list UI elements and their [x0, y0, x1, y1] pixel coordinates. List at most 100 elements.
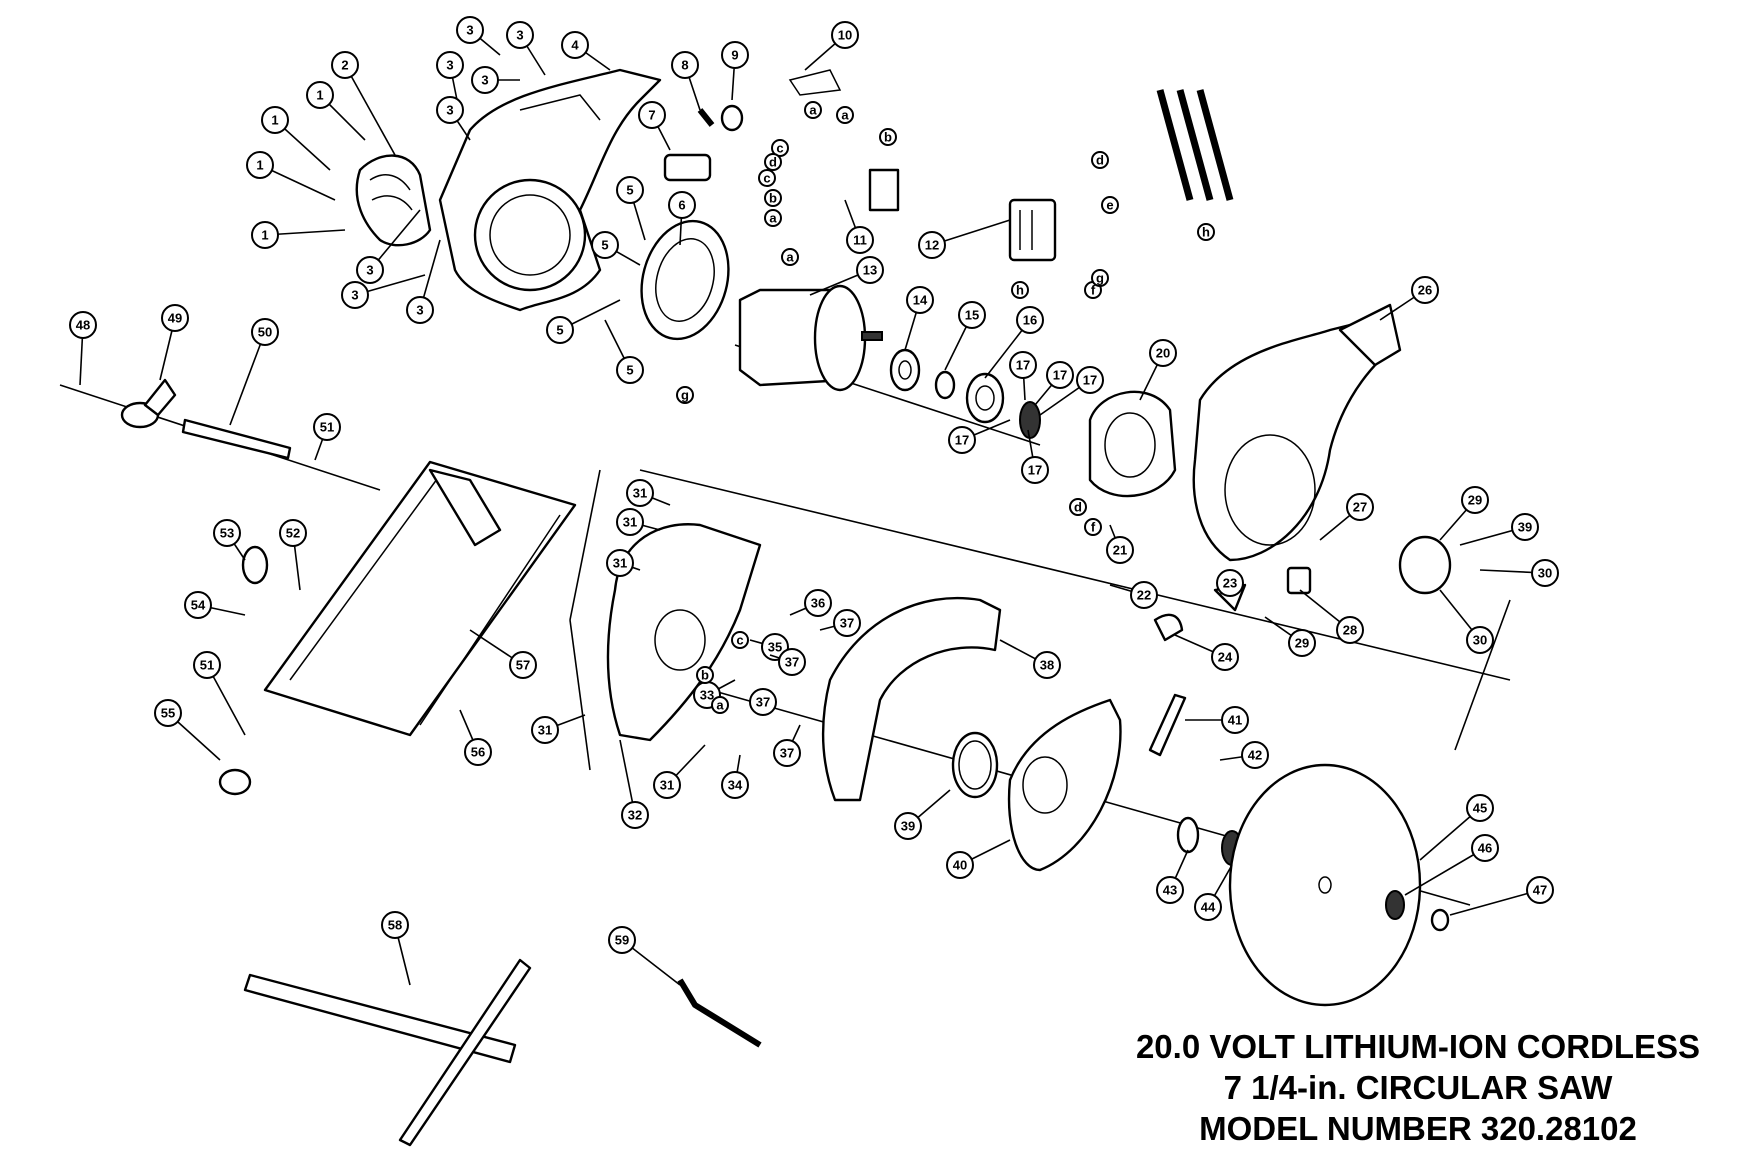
handle-housing-left — [355, 154, 432, 247]
callout-bubble — [1069, 498, 1087, 516]
callout-d: d — [764, 153, 782, 171]
callout-bubble — [509, 651, 537, 679]
callout-number: 5 — [626, 183, 633, 198]
callout-number: 59 — [615, 933, 629, 948]
callout-bubble — [1016, 306, 1044, 334]
callout-bubble — [846, 226, 874, 254]
callout-bubble — [1288, 629, 1316, 657]
callout-number: e — [1106, 198, 1113, 213]
callout-number: 5 — [601, 238, 608, 253]
callout-bubble — [1461, 486, 1489, 514]
callout-3: 3 — [436, 96, 471, 141]
callout-bubble — [313, 413, 341, 441]
callout-number: b — [884, 130, 892, 145]
callout-42: 42 — [1219, 741, 1269, 769]
callout-bubble — [406, 296, 434, 324]
title-line-3: MODEL NUMBER 320.28102 — [1199, 1110, 1637, 1147]
callout-bubble — [771, 139, 789, 157]
callout-5: 5 — [546, 299, 621, 344]
callout-bubble — [471, 66, 499, 94]
callout-number: 4 — [571, 38, 579, 53]
callout-number: 17 — [1016, 358, 1030, 373]
callout-50: 50 — [229, 318, 279, 426]
callout-23: 23 — [1216, 569, 1244, 597]
leader-line — [1404, 847, 1486, 896]
motor-housing — [438, 68, 662, 312]
callout-number: 8 — [681, 58, 688, 73]
callout-bubble — [676, 386, 694, 404]
callout-bubble — [1466, 626, 1494, 654]
callout-number: 43 — [1163, 883, 1177, 898]
callout-number: 3 — [366, 263, 373, 278]
callout-number: 1 — [316, 88, 323, 103]
callout-d: d — [1069, 498, 1087, 516]
callout-6: 6 — [668, 191, 696, 246]
callout-number: 9 — [731, 48, 738, 63]
callout-number: f — [1091, 283, 1096, 298]
callout-g: g — [676, 386, 694, 404]
callout-c: c — [731, 631, 749, 649]
gear-assembly-29 — [1398, 535, 1452, 595]
washer-14 — [889, 348, 921, 392]
saw-blade-45 — [1228, 763, 1422, 1007]
callout-g: g — [1091, 269, 1109, 287]
callout-number: 31 — [613, 556, 627, 571]
callout-21: 21 — [1106, 524, 1134, 564]
callout-number: 58 — [388, 918, 402, 933]
bearing-16 — [965, 372, 1005, 424]
callout-bubble — [906, 286, 934, 314]
callout-number: 57 — [516, 658, 530, 673]
washer-15 — [934, 370, 956, 400]
callout-number: 28 — [1343, 623, 1357, 638]
callout-number: 3 — [466, 23, 473, 38]
callout-bubble — [758, 169, 776, 187]
lock-button-7 — [663, 153, 712, 182]
callout-22: 22 — [1109, 581, 1158, 609]
callout-31: 31 — [616, 508, 661, 536]
callout-bubble — [306, 81, 334, 109]
callout-3: 3 — [406, 239, 441, 324]
callout-bubble — [251, 221, 279, 249]
callout-34: 34 — [721, 754, 749, 799]
callout-bubble — [1411, 276, 1439, 304]
callout-number: 42 — [1248, 748, 1262, 763]
callout-bubble — [1130, 581, 1158, 609]
callout-bubble — [464, 738, 492, 766]
callout-bubble — [341, 281, 369, 309]
callout-bubble — [1211, 643, 1239, 671]
callout-bubble — [154, 699, 182, 727]
callout-number: 12 — [925, 238, 939, 253]
callout-number: d — [1074, 500, 1082, 515]
terminal-block-11 — [868, 168, 900, 212]
callout-bubble — [546, 316, 574, 344]
callout-bubble — [833, 609, 861, 637]
callout-26: 26 — [1379, 276, 1439, 321]
callout-24: 24 — [1174, 634, 1239, 671]
callout-bubble — [279, 519, 307, 547]
callout-number: 39 — [1518, 520, 1532, 535]
callout-number: h — [1202, 225, 1210, 240]
callout-4: 4 — [561, 31, 611, 71]
callout-bubble — [456, 16, 484, 44]
gear-17 — [1019, 401, 1041, 439]
callout-bubble — [69, 311, 97, 339]
callout-number: 5 — [556, 323, 563, 338]
callout-number: d — [1096, 153, 1104, 168]
callout-d: d — [1091, 151, 1109, 169]
callout-number: 49 — [168, 311, 182, 326]
hex-wrench-59 — [677, 978, 762, 1048]
callout-bubble — [958, 301, 986, 329]
callout-bubble — [436, 96, 464, 124]
callout-number: 13 — [863, 263, 877, 278]
callout-52: 52 — [279, 519, 307, 591]
callout-17: 17 — [1021, 429, 1049, 484]
leader-line — [229, 331, 266, 426]
callout-bubble — [1084, 518, 1102, 536]
callout-46: 46 — [1404, 834, 1499, 896]
callout-number: 40 — [953, 858, 967, 873]
callout-bubble — [879, 128, 897, 146]
motor — [738, 284, 883, 392]
callout-27: 27 — [1319, 493, 1374, 541]
callout-number: 10 — [838, 28, 852, 43]
callout-37: 37 — [773, 724, 801, 767]
